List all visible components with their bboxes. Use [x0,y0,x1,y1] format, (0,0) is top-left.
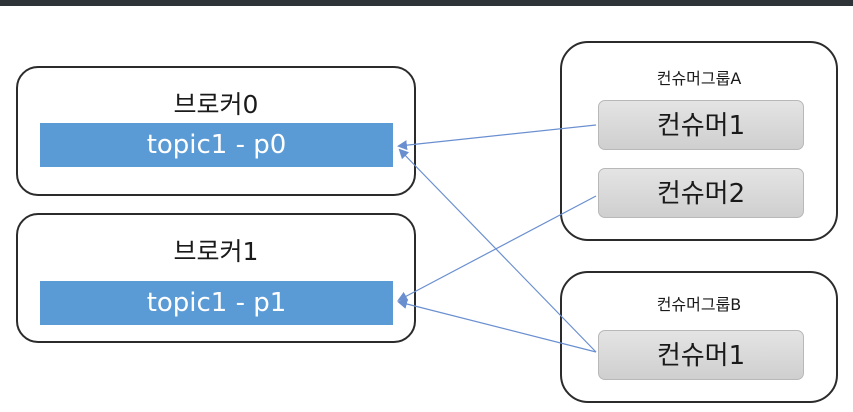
broker-1-title: 브로커1 [173,237,259,266]
group-a-consumer-1: 컨슈머1 [598,100,804,150]
consumer-group-b-box: 컨슈머그룹B 컨슈머1 [560,271,838,403]
broker-0-box: 브로커0 topic1 - p0 [16,66,416,196]
broker-1-partition: topic1 - p1 [40,281,393,325]
consumer-group-b-title: 컨슈머그룹B [656,295,742,314]
broker-0-partition: topic1 - p0 [40,123,393,167]
consumer-group-a-title: 컨슈머그룹A [656,69,742,88]
window-top-strip [0,0,853,6]
group-b-consumer-1: 컨슈머1 [598,330,804,380]
group-a-consumer-2: 컨슈머2 [598,168,804,218]
broker-1-box: 브로커1 topic1 - p1 [16,213,416,343]
broker-0-title: 브로커0 [173,90,259,119]
consumer-group-a-box: 컨슈머그룹A 컨슈머1 컨슈머2 [560,41,838,241]
